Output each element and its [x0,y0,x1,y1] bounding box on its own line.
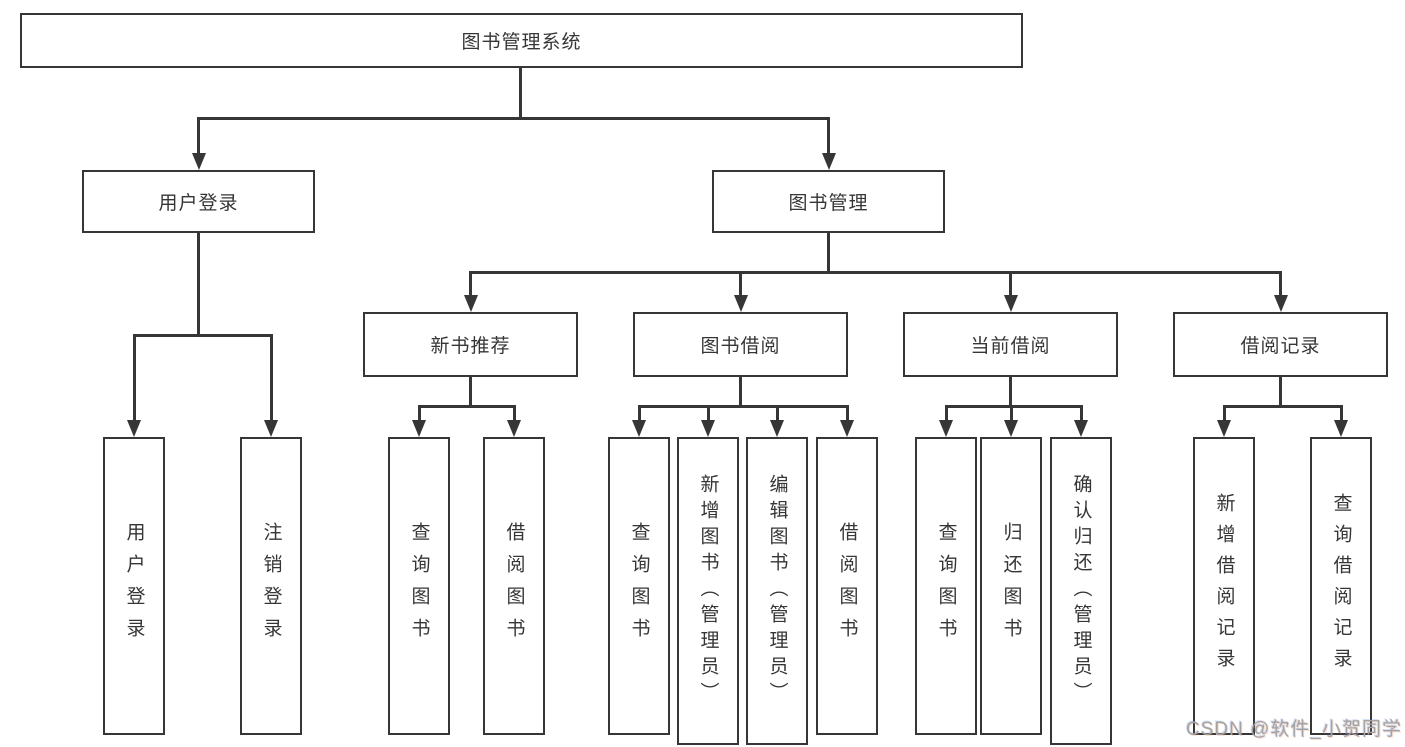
node-new-book-label: 新书推荐 [430,336,511,357]
arrow-to-newbook-borrow [507,420,521,437]
connector-l3-current-line [1009,272,1012,296]
connector-borrow-leaf4-line [845,406,849,421]
arrow-to-newbook-query [412,420,426,437]
node-user-login-label: 用户登录 [158,193,239,214]
leaf-newbook-query: 查询图书 [388,437,450,735]
connector-newbook-bus [417,404,516,408]
connector-login-bus [132,333,273,337]
connector-borrow-leaf2-line [706,406,710,421]
connector-l3-record-line [1279,272,1282,296]
leaf-record-add: 新增借阅记录 [1193,437,1255,735]
node-new-book: 新书推荐 [363,312,578,377]
connector-login-leaf1-line [132,335,136,421]
connector-record-leaf2-line [1339,406,1343,421]
connector-borrow-leaf1-line [637,406,641,421]
connector-borrow-bus [637,404,849,408]
connector-newbook-leaf1-line [417,406,421,421]
connector-record-stem [1279,377,1282,406]
node-user-login: 用户登录 [82,170,315,233]
arrow-to-borrow-record [1273,295,1288,312]
connector-l3-newbook-line [469,272,472,296]
node-root: 图书管理系统 [20,13,1023,68]
connector-borrow-stem [739,377,742,406]
arrow-to-book-mgmt [821,153,836,170]
connector-l3-borrow-line [739,272,742,296]
arrow-to-record-query [1334,420,1348,437]
connector-mgmt-stem [827,233,830,273]
connector-login-stem [197,233,200,335]
connector-record-leaf1-line [1222,406,1226,421]
connector-current-leaf3-line [1079,406,1083,421]
connector-borrow-leaf3-line [775,406,779,421]
leaf-newbook-borrow: 借阅图书 [483,437,545,735]
arrow-to-current-query [939,420,953,437]
leaf-current-return: 归还图书 [980,437,1042,735]
node-book-mgmt: 图书管理 [712,170,945,233]
leaf-current-query: 查询图书 [915,437,977,735]
connector-root-stem [518,68,522,118]
leaf-current-confirm-admin: 确认归还（管理员） [1050,437,1112,745]
connector-arrow-login-line [197,118,200,156]
connector-newbook-leaf2-line [512,406,516,421]
node-current-borrow-label: 当前借阅 [970,336,1051,357]
connector-record-bus [1222,404,1343,408]
connector-current-stem [1009,377,1012,406]
arrow-to-new-book [463,295,478,312]
arrow-to-leaf-logout [264,420,278,437]
arrow-to-borrow-edit [770,420,784,437]
connector-arrow-mgmt-line [827,118,830,156]
leaf-borrow-borrow: 借阅图书 [816,437,878,735]
connector-current-bus [944,404,1083,408]
leaf-record-query: 查询借阅记录 [1310,437,1372,735]
node-borrow-record-label: 借阅记录 [1240,336,1321,357]
arrow-to-borrow-query [632,420,646,437]
connector-login-leaf2-line [269,335,273,421]
leaf-logout: 注销登录 [240,437,302,735]
node-book-borrow: 图书借阅 [633,312,848,377]
csdn-watermark: CSDN @软件_小贺同学 [1186,719,1402,740]
leaf-borrow-edit-admin: 编辑图书（管理员） [746,437,808,745]
arrow-to-user-login [191,153,206,170]
node-root-label: 图书管理系统 [461,32,582,53]
arrow-to-book-borrow [733,295,748,312]
leaf-user-login: 用户登录 [103,437,165,735]
arrow-to-borrow-add [701,420,715,437]
connector-level3-bus [469,270,1282,274]
arrow-to-current-return [1004,420,1018,437]
arrow-to-current-borrow [1003,295,1018,312]
node-book-borrow-label: 图书借阅 [700,336,781,357]
arrow-to-leaf-user-login [127,420,141,437]
connector-level2-bus [197,116,830,120]
arrow-to-borrow-borrow [840,420,854,437]
arrow-to-current-confirm [1074,420,1088,437]
connector-newbook-stem [469,377,472,406]
leaf-borrow-add-admin: 新增图书（管理员） [677,437,739,745]
connector-current-leaf2-line [1009,406,1013,421]
node-book-mgmt-label: 图书管理 [788,193,869,214]
node-borrow-record: 借阅记录 [1173,312,1388,377]
leaf-borrow-query: 查询图书 [608,437,670,735]
arrow-to-record-add [1217,420,1231,437]
connector-current-leaf1-line [944,406,948,421]
node-current-borrow: 当前借阅 [903,312,1118,377]
